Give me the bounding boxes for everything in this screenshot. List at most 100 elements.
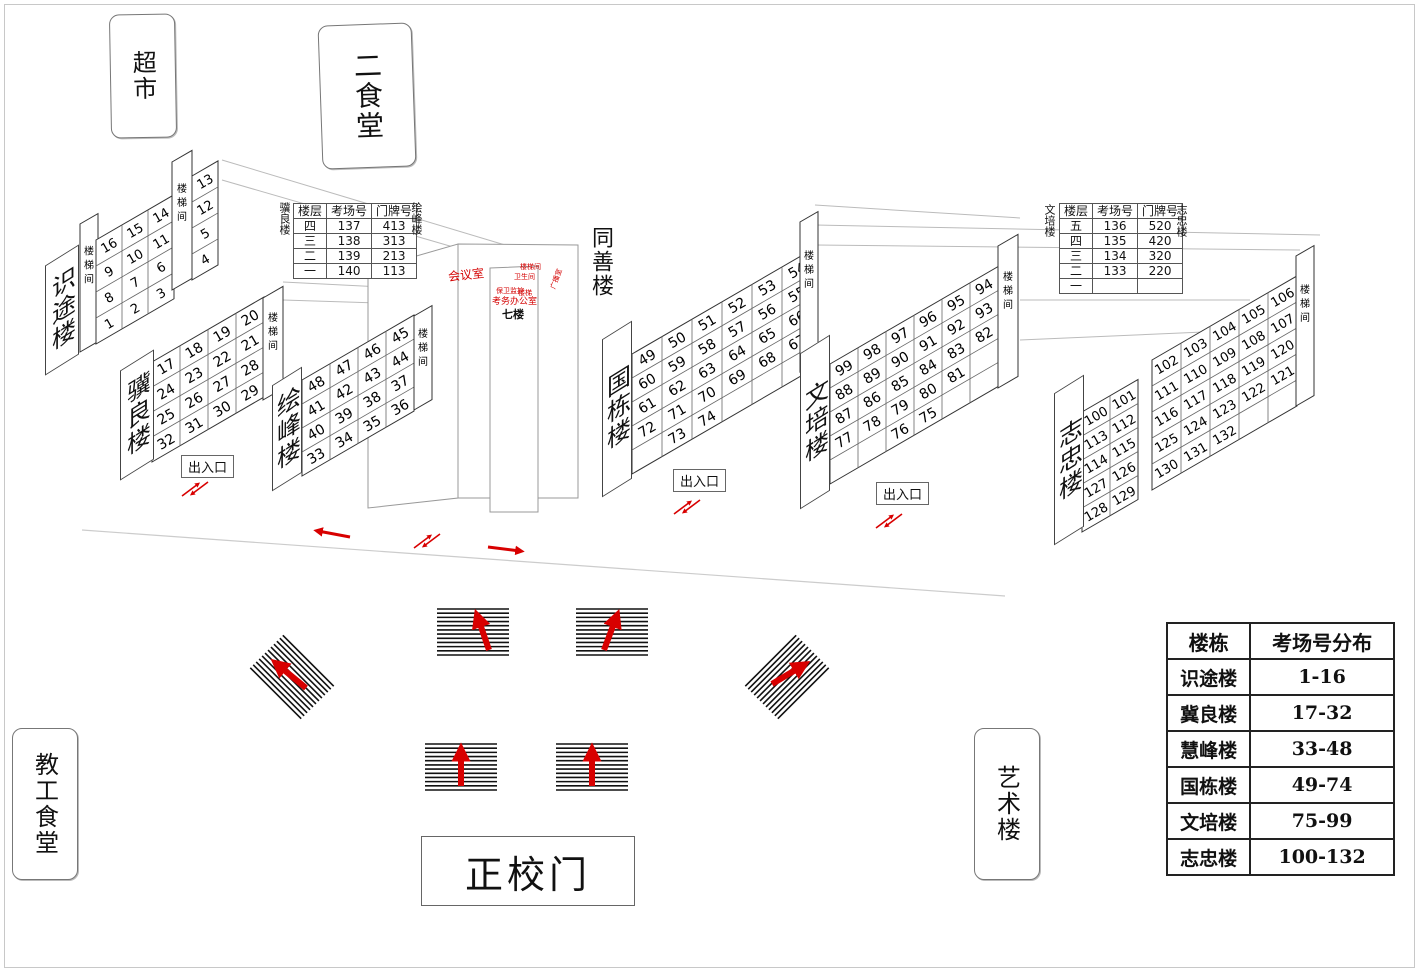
exam-room-number: 20 — [239, 307, 262, 330]
exam-room-number: 50 — [666, 329, 689, 352]
stair-label: 间 — [1003, 298, 1013, 311]
legend-range: 1-16 — [1249, 658, 1395, 696]
floor-cell: 四 — [292, 218, 328, 234]
floor-table-left-building-a: 骥良楼 — [278, 202, 291, 235]
zhizhong-mid-room-grid: 1021031041051061111101091081071161171181… — [1151, 275, 1298, 491]
stair-label: 楼 — [1300, 283, 1310, 296]
exam-room-number: 95 — [945, 292, 968, 315]
header-cell: 楼层 — [292, 203, 328, 219]
guodong-room-grid: 4950515253546059585756556162636465667271… — [631, 248, 813, 475]
floor-table-left-building-b: 绘峰楼 — [410, 202, 423, 235]
legend-building: 识途楼 — [1165, 658, 1252, 696]
stair-label: 梯 — [1003, 284, 1013, 297]
floor-cell: 二 — [292, 248, 328, 264]
exam-room-number: 15 — [125, 221, 147, 242]
guodong-building-name: 国栋楼 — [602, 320, 632, 498]
exam-room-number: 49 — [636, 347, 659, 370]
room-cell — [1137, 278, 1184, 294]
wenpei-building-name: 文培楼 — [800, 334, 830, 510]
exam-room-number: 10 — [125, 247, 147, 268]
exam-room-number: 69 — [726, 366, 749, 389]
arrow-road-right — [487, 545, 525, 556]
room-cell: 220 — [1137, 263, 1184, 279]
exam-room-number: 81 — [945, 364, 968, 387]
floor-cell: 五 — [1058, 218, 1094, 234]
exam-cell — [1092, 278, 1139, 294]
floor-cell: 二 — [1058, 263, 1094, 279]
floor-cell: 一 — [1058, 278, 1094, 294]
exam-room-number: 97 — [889, 325, 912, 348]
exam-room-number: 42 — [333, 381, 356, 404]
floor-table-right-building-a: 文培楼 — [1043, 204, 1056, 237]
exam-room-number: 96 — [917, 309, 941, 332]
exam-room-number: 14 — [151, 206, 173, 227]
stair-label: 间 — [1300, 311, 1310, 324]
exam-cell: 133 — [1092, 263, 1139, 279]
exam-room-number: 57 — [726, 318, 749, 341]
exam-room-number: 72 — [636, 419, 659, 442]
exam-cell: 140 — [326, 263, 373, 279]
entrance-arrows-guodong-out — [673, 500, 693, 515]
arrow-road-left — [313, 527, 351, 539]
seven-building-label: 七楼 — [502, 308, 524, 321]
exam-room-number: 17 — [155, 356, 178, 379]
exam-room-number: 31 — [183, 415, 206, 438]
exam-room-number: 25 — [155, 406, 178, 429]
art-building-label: 艺术楼 — [992, 765, 1021, 843]
entrance-label-wenpei: 出入口 — [876, 482, 930, 505]
exam-room-number: 65 — [756, 325, 779, 348]
exam-room-number: 44 — [389, 349, 413, 372]
arrow-up-1 — [472, 608, 492, 651]
exam-room-number: 90 — [889, 349, 912, 372]
exam-room-number: 53 — [756, 277, 779, 300]
room-cell: 320 — [1137, 248, 1184, 264]
legend-range: 75-99 — [1249, 802, 1395, 840]
exam-room-number: 35 — [361, 413, 384, 436]
shitu-building-name: 识途楼 — [45, 244, 79, 376]
legend-range: 33-48 — [1249, 730, 1395, 768]
exam-cell: 138 — [326, 233, 373, 249]
stair-label: 梯 — [1300, 297, 1310, 310]
exam-room-number: 29 — [239, 382, 262, 405]
exam-room-number: 79 — [889, 397, 912, 420]
main-gate-label: 正校门 — [464, 852, 591, 897]
exam-room-number: 83 — [945, 340, 968, 363]
exam-room-number: 52 — [726, 294, 749, 317]
exam-room-number: 64 — [726, 342, 750, 365]
stair-label: 梯 — [804, 263, 814, 276]
exam-room-number: 74 — [696, 408, 720, 431]
exam-room-number: 82 — [973, 324, 996, 347]
floor-table-right-building-b: 志忠楼 — [1175, 204, 1188, 237]
exam-room-number: 78 — [861, 413, 884, 436]
exam-room-number: 68 — [756, 349, 779, 372]
exam-room-number: 36 — [389, 397, 413, 420]
stair-label: 梯 — [177, 196, 187, 209]
exam-room-number: 41 — [305, 397, 328, 420]
small-room-label-1: 楼梯间 — [520, 263, 541, 271]
arrow-diag-left — [270, 658, 308, 691]
exam-room-number: 71 — [666, 401, 689, 424]
crosswalks — [249, 608, 830, 791]
staff-canteen-label: 教工食堂 — [30, 752, 59, 856]
exam-room-number: 33 — [305, 445, 328, 468]
exam-room-number: 40 — [305, 421, 328, 444]
stair-label: 楼 — [804, 249, 814, 262]
exam-room-number: 63 — [696, 360, 719, 383]
exam-room-number: 32 — [155, 431, 178, 454]
buildings-layer: 楼梯间16151491011876123楼梯间13125417181920242… — [79, 149, 1315, 533]
exam-room-number: 91 — [917, 333, 940, 356]
wenpei-room-grid: 9998979695948889909192938786858483827778… — [829, 265, 999, 485]
floor-cell: 三 — [1058, 248, 1094, 264]
exam-room-number: 58 — [696, 336, 719, 359]
exam-cell: 139 — [326, 248, 373, 264]
stair-label: 楼 — [268, 311, 278, 324]
small-room-label-3: 保卫监控 — [496, 287, 524, 295]
exam-room-number: 85 — [889, 373, 912, 396]
exam-office-label: 考务办公室 — [492, 297, 538, 307]
exam-room-number: 51 — [696, 312, 719, 335]
direction-arrows — [181, 481, 903, 786]
